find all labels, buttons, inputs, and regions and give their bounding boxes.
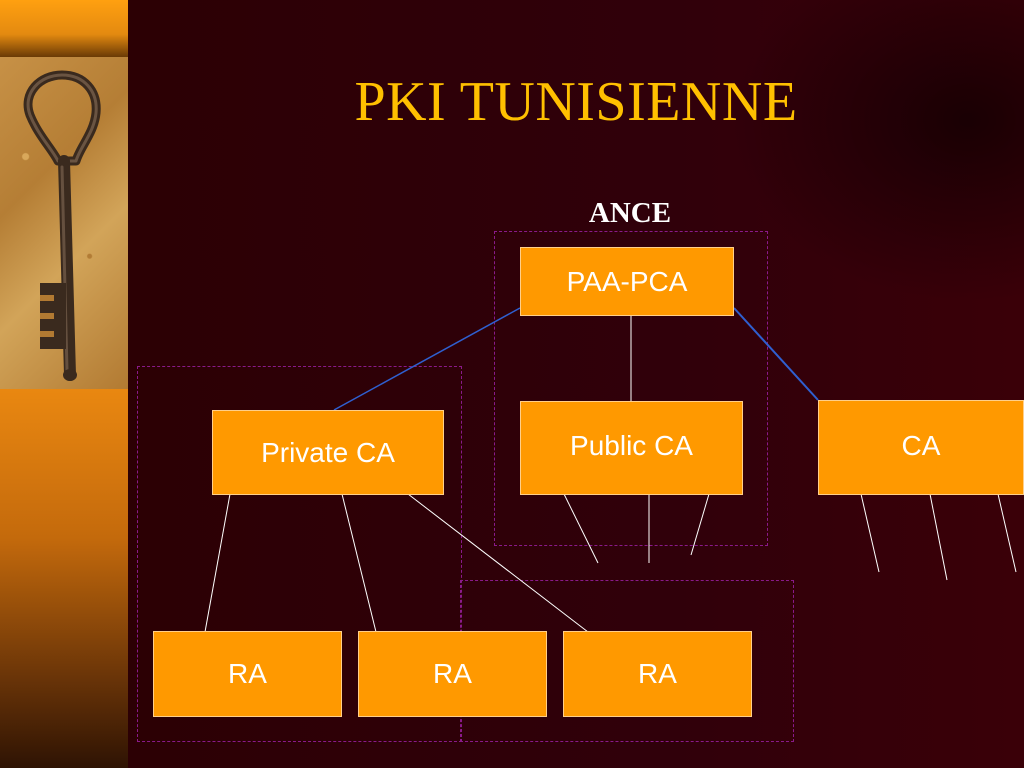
ra-node-3: RA: [563, 631, 752, 717]
ra-label-2: RA: [433, 658, 472, 689]
decorative-sidebar: [0, 0, 128, 768]
key-icon: [23, 70, 101, 381]
ca-label: CA: [901, 430, 941, 461]
private-ca-node: Private CA: [212, 410, 444, 495]
ra-node-2: RA: [358, 631, 547, 717]
paa-pca-label: PAA-PCA: [566, 265, 688, 297]
private-ca-label: Private CA: [261, 436, 395, 468]
connector-paa-to-private: [333, 307, 521, 411]
ra-node-1: RA: [153, 631, 342, 717]
paa-pca-node: PAA-PCA: [520, 247, 734, 316]
antique-key-image: [0, 57, 128, 389]
ca-node: CA: [818, 400, 1024, 495]
connector-private-to-ra1: [204, 493, 231, 633]
connector-private-to-ra2: [341, 493, 377, 633]
ance-group-label: ANCE: [588, 197, 672, 229]
connector-ca-branch-1: [860, 493, 880, 573]
connector-paa-to-ca: [733, 307, 819, 401]
connector-ca-branch-3: [997, 493, 1017, 573]
public-ca-label: Public CA: [570, 430, 693, 461]
connector-private-to-ra3: [407, 493, 589, 633]
ance-group-box: [494, 231, 768, 546]
connector-ca-branch-2: [929, 493, 948, 581]
connector-public-branch-1: [563, 493, 599, 564]
sidebar-top-band: [0, 0, 128, 57]
public-ca-node: Public CA: [520, 401, 743, 495]
ra-label-1: RA: [228, 658, 267, 689]
connector-public-branch-3: [690, 493, 710, 556]
private-ca-group-box-upper: [137, 366, 462, 742]
ra-label-3: RA: [638, 658, 677, 689]
page-title: PKI TUNISIENNE: [354, 71, 798, 133]
